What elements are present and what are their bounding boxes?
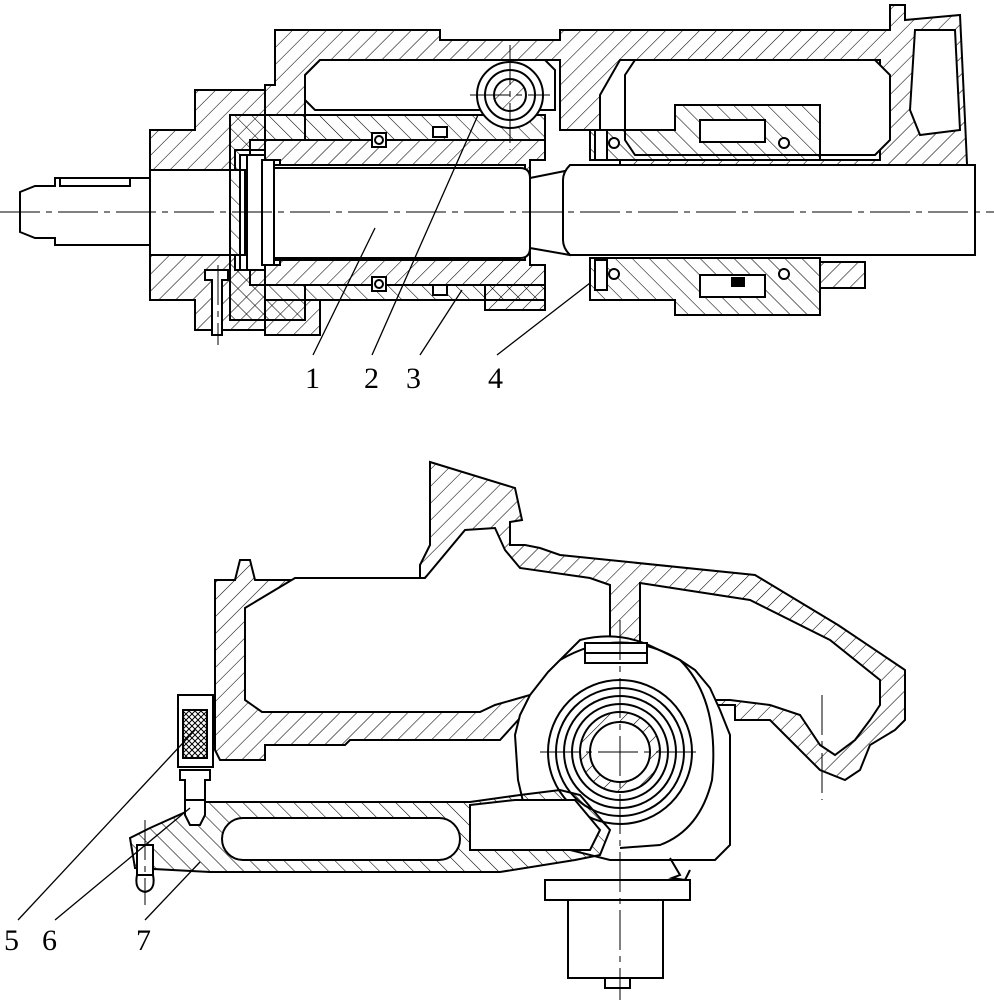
callout-1: 1 <box>305 362 320 395</box>
pinion-flange <box>544 879 691 901</box>
sleeve-outer-ring-top <box>304 114 546 141</box>
key-top <box>432 126 448 138</box>
bottom-section-view <box>128 460 906 989</box>
locating-pin <box>204 269 229 336</box>
leader-3 <box>419 289 463 356</box>
leader-7 <box>144 861 201 921</box>
lower-housing-piece <box>264 299 321 336</box>
leader-1 <box>312 227 376 356</box>
lock-screw <box>179 769 211 801</box>
callout-7: 7 <box>136 924 151 957</box>
right-ext-bottom <box>819 261 866 289</box>
lever-cavity-right <box>639 581 881 757</box>
leader-4 <box>496 282 591 356</box>
lock-screw-nose <box>184 799 206 826</box>
callout-2: 2 <box>364 362 379 395</box>
leader-6 <box>54 807 191 921</box>
callout-labels: 1 2 3 4 5 6 7 <box>4 362 503 957</box>
leader-2 <box>371 114 479 356</box>
key-bottom <box>432 284 448 296</box>
bottom-center-lines <box>144 620 823 1000</box>
top-center-lines <box>0 45 994 345</box>
callout-5: 5 <box>4 924 19 957</box>
pad-holder <box>177 694 214 768</box>
bottom-leader-lines <box>17 729 201 921</box>
pinion-cap <box>604 977 631 989</box>
lower-right-piece <box>484 284 546 311</box>
spring-clip <box>668 857 691 882</box>
handle-slot <box>221 817 461 861</box>
callout-3: 3 <box>406 362 421 395</box>
stub-key <box>59 177 131 187</box>
arm-tip-cavity <box>469 799 602 851</box>
top-leader-lines <box>312 114 591 356</box>
main-shaft <box>562 164 976 256</box>
pinion-housing <box>567 899 664 979</box>
top-section-view <box>19 4 976 336</box>
top-cavity-far-right <box>908 29 962 137</box>
callout-6: 6 <box>42 924 57 957</box>
callout-4: 4 <box>488 362 503 395</box>
sleeve-inner-shaft <box>264 167 531 259</box>
spacer-top <box>699 119 766 143</box>
friction-pad <box>182 709 208 759</box>
leader-5 <box>17 729 196 921</box>
lever-cavity <box>244 526 611 713</box>
